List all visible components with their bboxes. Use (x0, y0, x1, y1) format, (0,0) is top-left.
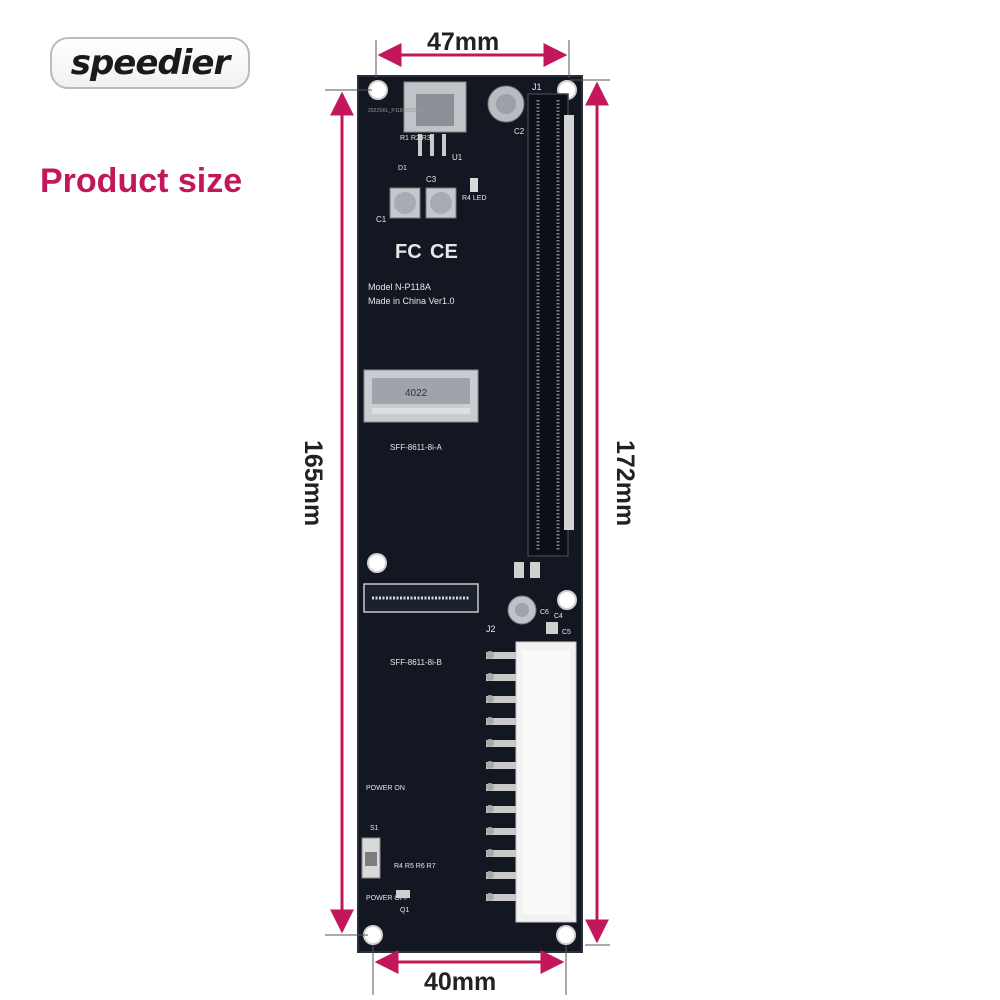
pcie-slot-j1 (527, 93, 569, 557)
label-s1: S1 (370, 825, 379, 832)
label-sff-b: SFF-8611-8i-B (390, 658, 442, 667)
label-c1: C1 (376, 215, 387, 224)
dimension-bottom (372, 945, 567, 995)
led (470, 178, 478, 192)
label-c6: C6 (540, 609, 549, 616)
label-sff-a: SFF-8611-8i-A (390, 443, 443, 452)
dimension-top-label: 47mm (427, 28, 500, 56)
label-c4: C4 (554, 613, 563, 620)
dimension-top (375, 40, 570, 78)
label-j2: J2 (486, 624, 496, 634)
label-r4r5r6r7: R4 R5 R6 R7 (394, 863, 436, 870)
label-u1: U1 (452, 153, 463, 162)
label-d1: D1 (398, 165, 407, 172)
product-size-heading: Product size (40, 162, 243, 200)
dimension-left (325, 89, 372, 936)
label-fc: FC (395, 241, 422, 263)
mount-hole-mid-left (367, 553, 387, 573)
label-led: R4 LED (462, 195, 487, 202)
label-q1: Q1 (400, 907, 409, 914)
label-c3: C3 (426, 175, 437, 184)
dimension-left-label: 165mm (299, 440, 327, 527)
label-power-off: POWER OFF (366, 895, 408, 902)
label-serial: 2022SKL_P118-2022066 (368, 108, 424, 114)
mount-hole-mid-right (557, 590, 577, 610)
label-made: Made in China Ver1.0 (368, 296, 455, 306)
dimension-right-label: 172mm (611, 440, 639, 527)
brand-logo-text: speedier (70, 43, 231, 83)
label-r1r2r3: R1 R2 R3 (400, 135, 431, 142)
label-connector-code: 4022 (405, 388, 428, 399)
label-c2: C2 (514, 127, 525, 136)
label-c5: C5 (562, 629, 571, 636)
label-power-on: POWER ON (366, 785, 405, 792)
atx-pins (486, 651, 516, 901)
label-model: Model N-P118A (368, 282, 431, 292)
label-ce: CE (430, 241, 458, 263)
dimension-right (570, 79, 610, 946)
mount-hole-bottom-right (556, 925, 576, 945)
label-j1: J1 (532, 82, 542, 92)
brand-logo: speedier (50, 37, 250, 89)
dimension-bottom-label: 40mm (424, 968, 497, 996)
